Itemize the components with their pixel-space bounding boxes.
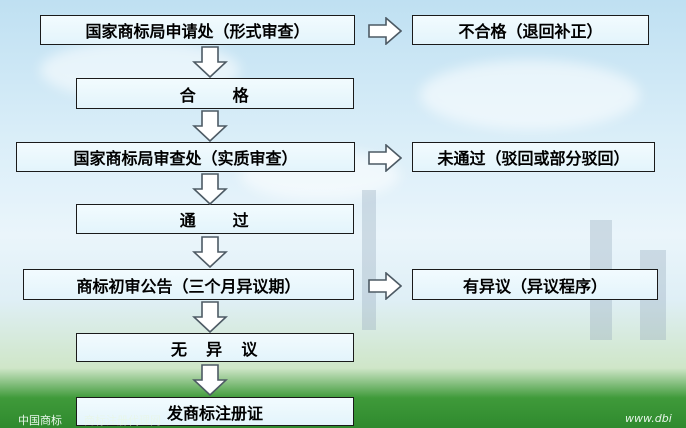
footer-url-text: www.dbi	[625, 412, 672, 425]
result-not-passed: 未通过（驳回或部分驳回）	[412, 142, 655, 172]
result-unqualified: 不合格（退回补正）	[412, 15, 649, 45]
step-formal-review: 国家商标局申请处（形式审查）	[40, 15, 355, 45]
step-substantive-review: 国家商标局审查处（实质审查）	[16, 142, 355, 172]
step-registration-certificate: 发商标注册证	[76, 397, 354, 426]
down-arrow-icon	[192, 46, 228, 78]
step-no-objection: 无 异 议	[76, 333, 354, 362]
down-arrow-icon	[192, 236, 228, 268]
down-arrow-icon	[192, 301, 228, 333]
right-arrow-icon	[368, 17, 402, 45]
result-objection: 有异议（异议程序）	[412, 269, 658, 300]
footer-brand-text: 中国商标 商标注册代理网	[18, 414, 161, 427]
down-arrow-icon	[192, 364, 228, 396]
right-arrow-icon	[368, 144, 402, 172]
down-arrow-icon	[192, 110, 228, 142]
down-arrow-icon	[192, 173, 228, 205]
right-arrow-icon	[368, 272, 402, 300]
background-cloud	[420, 60, 640, 130]
step-passed: 通 过	[76, 204, 354, 234]
step-qualified: 合 格	[76, 78, 354, 109]
background-tower	[362, 190, 376, 330]
step-preliminary-announcement: 商标初审公告（三个月异议期）	[23, 269, 354, 300]
